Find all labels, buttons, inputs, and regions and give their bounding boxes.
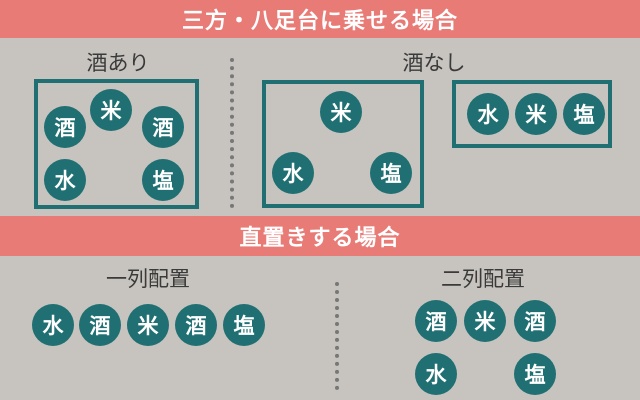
circle-rice: 米 [515,93,557,135]
circle-rice: 米 [464,300,506,342]
tray-without-sake-row [452,80,612,148]
label-double-row: 二列配置 [441,267,525,291]
circle-sake: 酒 [44,106,86,148]
circle-water: 水 [272,152,314,194]
circle-rice: 米 [127,304,169,346]
banner-sanpou-text: 三方・八足台に乗せる場合 [181,9,458,34]
circle-water: 水 [44,159,86,201]
banner-direct-text: 直置きする場合 [239,226,401,251]
circle-sake: 酒 [79,304,121,346]
banner-sanpou: 三方・八足台に乗せる場合 [0,0,640,38]
dotted-divider [335,282,339,390]
circle-salt: 塩 [563,93,605,135]
dotted-divider [230,58,234,208]
tray-without-sake [262,80,424,208]
label-with-sake: 酒あり [86,51,150,75]
circle-rice: 米 [320,91,362,133]
circle-sake: 酒 [175,304,217,346]
circle-water: 水 [415,353,457,395]
circle-sake: 酒 [514,300,556,342]
circle-water: 水 [32,304,74,346]
banner-direct: 直置きする場合 [0,216,640,256]
tray-with-sake [34,79,199,209]
circle-water: 水 [467,93,509,135]
circle-sake: 酒 [415,300,457,342]
circle-rice: 米 [90,89,132,131]
circle-salt: 塩 [370,152,412,194]
circle-salt: 塩 [142,159,184,201]
circle-sake: 酒 [142,106,184,148]
circle-salt: 塩 [514,353,556,395]
label-single-row: 一列配置 [106,267,190,291]
label-without-sake: 酒なし [402,51,466,75]
circle-salt: 塩 [223,304,265,346]
